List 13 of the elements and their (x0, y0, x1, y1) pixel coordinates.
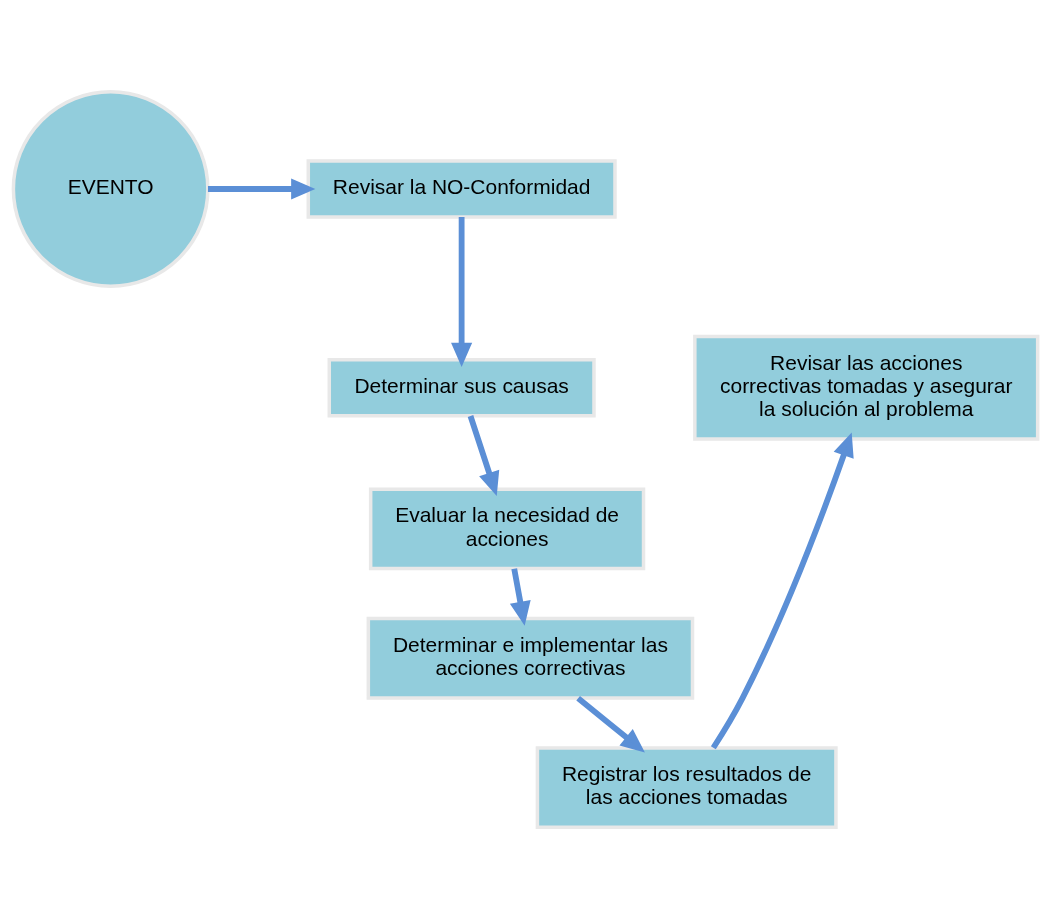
arrow (207, 178, 316, 200)
node-box: Revisar la NO-Conformidad (306, 159, 617, 219)
arrow (576, 696, 645, 753)
node-box: Determinar e implementar las acciones correctivas (366, 616, 695, 700)
arrow (710, 432, 854, 750)
node-box: Determinar sus causas (327, 358, 596, 418)
node-box: Registrar los resultados de las acciones tomadas (535, 746, 838, 830)
arrow (509, 568, 531, 626)
node-box: Evaluar la necesidad de acciones (368, 487, 646, 571)
arrow (467, 415, 500, 496)
arrow (451, 217, 473, 367)
node-circle: EVENTO (11, 90, 210, 288)
node-box: Revisar las acciones correctivas tomadas y asegurar la solución al problema (693, 334, 1040, 441)
